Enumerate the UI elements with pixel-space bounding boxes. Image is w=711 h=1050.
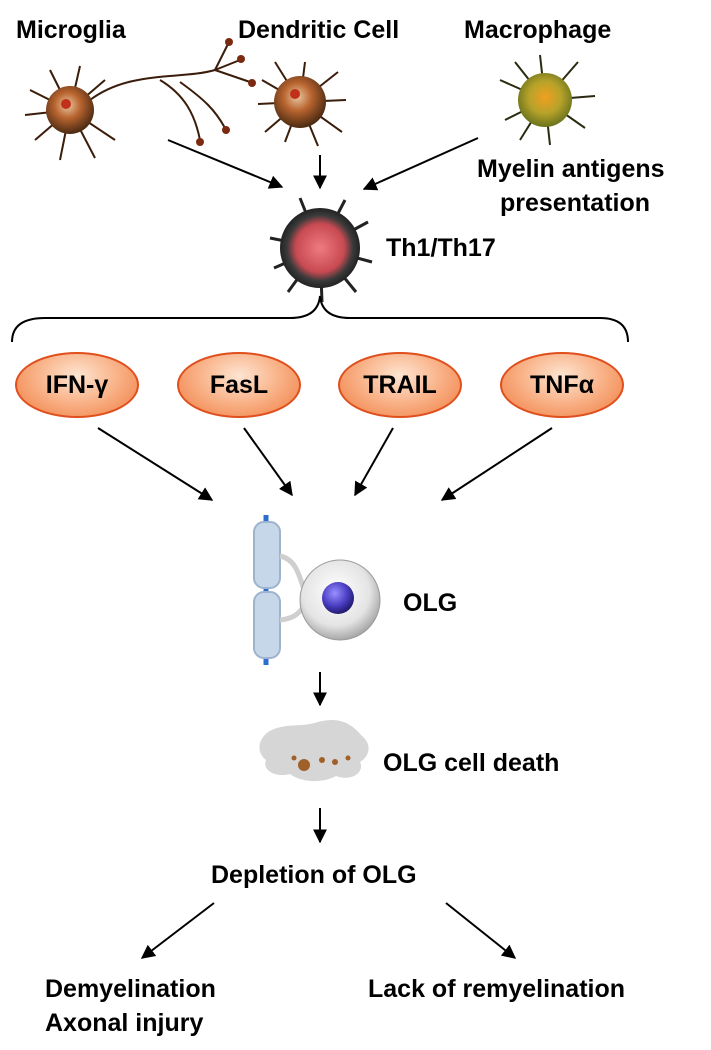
mediator-fasl: FasL bbox=[177, 352, 301, 418]
label-dendritic-cell: Dendritic Cell bbox=[238, 16, 400, 44]
arrow-fasl-to-olg bbox=[243, 427, 293, 497]
arrow-depletion-to-remyelination bbox=[445, 902, 517, 959]
dendritic-cell-image bbox=[257, 61, 347, 147]
mediator-label: TNFα bbox=[530, 370, 594, 399]
arrow-microglia-to-th bbox=[167, 139, 284, 189]
label-lack-of-remyelination: Lack of remyelination bbox=[368, 975, 626, 1003]
mediator-label: IFN-γ bbox=[45, 370, 109, 399]
olg-cell-image bbox=[253, 515, 381, 665]
arrow-macrophage-to-th bbox=[362, 137, 479, 191]
mediator-tnf-alpha: TNFα bbox=[500, 352, 624, 418]
mediator-trail: TRAIL bbox=[338, 352, 462, 418]
mediator-label: TRAIL bbox=[363, 370, 437, 399]
label-olg: OLG bbox=[403, 589, 458, 617]
macrophage-cell-image bbox=[499, 54, 596, 146]
label-presentation-line2: presentation bbox=[500, 189, 651, 217]
label-presentation-line1: Myelin antigens bbox=[477, 155, 665, 183]
arrow-depletion-to-demyelination bbox=[140, 902, 215, 959]
label-demyelination: Demyelination bbox=[45, 975, 216, 1003]
label-olg-cell-death: OLG cell death bbox=[383, 749, 560, 777]
label-macrophage: Macrophage bbox=[464, 16, 612, 44]
arrow-tnf-to-olg bbox=[440, 427, 553, 501]
label-microglia: Microglia bbox=[16, 16, 126, 44]
label-axonal-injury: Axonal injury bbox=[45, 1009, 204, 1037]
th-cell-image bbox=[269, 197, 373, 303]
label-depletion-of-olg: Depletion of OLG bbox=[211, 861, 417, 889]
mediator-ifn-gamma: IFN-γ bbox=[15, 352, 139, 418]
olg-death-image bbox=[259, 719, 369, 782]
mediator-brace bbox=[11, 295, 629, 343]
arrow-trail-to-olg bbox=[354, 427, 394, 497]
mediator-label: FasL bbox=[209, 370, 269, 399]
microglia-cell-image bbox=[24, 38, 256, 161]
arrow-ifn-to-olg bbox=[97, 427, 214, 501]
label-th-cell: Th1/Th17 bbox=[386, 234, 496, 262]
